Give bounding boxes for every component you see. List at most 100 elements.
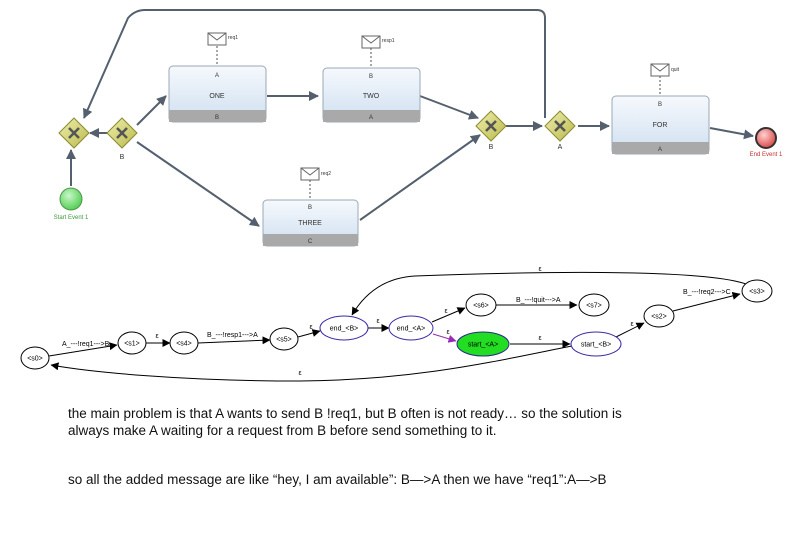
gateway-g3-label: B (489, 144, 494, 151)
task-for-initiator: B (658, 102, 662, 108)
task-three[interactable]: B THREE C (262, 199, 359, 247)
edge-s4-s5 (197, 336, 271, 345)
state-s0-label: <s0> (27, 356, 43, 363)
state-s5-label: <s5> (276, 337, 292, 344)
state-s2[interactable]: <s2> (643, 304, 675, 328)
task-three-name: THREE (298, 220, 322, 227)
flow-g2-to-three (136, 141, 260, 227)
task-two[interactable]: B TWO A (322, 67, 421, 123)
edge-label-e3: B_---!resp1--->A (207, 332, 258, 339)
state-s7[interactable]: <s7> (578, 293, 610, 317)
envelope-icon (650, 63, 670, 77)
task-one-name: ONE (209, 93, 225, 100)
edge-label-e7: B_---!quit--->A (516, 297, 561, 304)
edge-label-e13: ε (298, 370, 301, 377)
envelope-icon (207, 32, 227, 46)
message-for[interactable]: quit (650, 63, 680, 77)
edge-label-e6: ε (444, 308, 447, 315)
automaton-edge-labels: A_---!req1--->B ε B_---!resp1--->A ε ε ε… (62, 266, 731, 377)
end-event-label: End Event 1 (750, 152, 783, 158)
gateway-g4-label: A (558, 144, 563, 151)
edge-label-e8: ε (446, 329, 449, 336)
edge-endA-startA (432, 333, 457, 343)
edge-label-e10: ε (630, 321, 633, 328)
state-s4[interactable]: <s4> (169, 331, 199, 355)
message-connectors (216, 46, 661, 200)
envelope-icon (361, 35, 381, 49)
state-s6[interactable]: <s6> (465, 293, 497, 317)
edge-s5-endB (297, 329, 321, 338)
state-s0[interactable]: <s0> (20, 346, 50, 370)
message-one[interactable]: req1 (207, 32, 238, 46)
message-three-label: req2 (321, 171, 331, 177)
edge-label-e2: ε (155, 333, 158, 340)
task-one-initiator: A (215, 73, 219, 79)
task-for-participant: A (658, 147, 662, 153)
edge-s0-s1 (48, 342, 118, 357)
edge-s3-endB (351, 271, 747, 316)
edge-startB-s0 (50, 345, 573, 382)
state-s3[interactable]: <s3> (741, 279, 773, 303)
flow-three-to-g3 (359, 134, 481, 221)
state-endA-label: end_<A> (397, 326, 425, 333)
gateway-g2-label: B (120, 154, 125, 161)
state-endB[interactable]: end_<B> (319, 315, 369, 341)
message-one-label: req1 (228, 35, 238, 41)
task-for[interactable]: B FOR A (611, 95, 710, 155)
state-s1-label: <s1> (124, 341, 140, 348)
automaton-states: <s0> <s1> <s4> <s5> end_<B> end_<A> (20, 279, 773, 370)
state-startA[interactable]: start_<A> (456, 331, 510, 357)
flow-for-to-end (709, 127, 754, 140)
bpmn-flows (66, 9, 754, 227)
state-endA[interactable]: end_<A> (388, 315, 434, 341)
gateway-g2[interactable]: B (106, 117, 138, 161)
edge-label-e4: ε (309, 324, 312, 331)
flow-g2-to-one (136, 95, 167, 126)
message-for-label: quit (671, 67, 680, 73)
x-icon (68, 127, 80, 139)
task-for-name: FOR (653, 122, 668, 129)
state-s5[interactable]: <s5> (269, 327, 299, 351)
task-one[interactable]: A ONE B (168, 65, 267, 123)
state-s7-label: <s7> (586, 303, 602, 310)
note-line-2: always make A waiting for a request from… (68, 423, 497, 438)
gateway-g1[interactable] (58, 117, 90, 149)
automaton-edges (48, 271, 747, 382)
task-two-participant: A (369, 115, 373, 121)
task-two-initiator: B (369, 74, 373, 80)
end-event[interactable]: End Event 1 (750, 127, 783, 158)
envelope-icon (300, 167, 320, 181)
task-one-participant: B (215, 115, 219, 121)
edge-label-e5: ε (376, 318, 379, 325)
x-icon (116, 127, 128, 139)
edge-startB-s2 (613, 322, 645, 339)
edge-label-e12: ε (538, 266, 541, 273)
x-icon (485, 120, 497, 132)
state-s6-label: <s6> (473, 303, 489, 310)
gateway-g4[interactable]: A (544, 110, 576, 151)
edge-label-e9: ε (538, 335, 541, 342)
gateway-g3[interactable]: B (475, 110, 507, 151)
state-startA-label: start_<A> (468, 342, 498, 349)
flow-g4-loop-to-g1 (83, 9, 546, 119)
state-s4-label: <s4> (176, 341, 192, 348)
message-three[interactable]: req2 (300, 167, 331, 181)
start-event[interactable]: Start Event 1 (54, 187, 89, 221)
x-icon (554, 120, 566, 132)
state-startB-label: start_<B> (581, 342, 611, 349)
task-three-initiator: B (308, 205, 312, 211)
task-three-participant: C (308, 239, 313, 245)
state-startB[interactable]: start_<B> (570, 331, 622, 357)
state-s2-label: <s2> (651, 314, 667, 321)
bpmn-diagram: A ONE B B TWO A B THREE C B FOR A (54, 9, 783, 247)
task-two-name: TWO (363, 93, 380, 100)
note-line-1: the main problem is that A wants to send… (68, 406, 622, 421)
state-s1[interactable]: <s1> (117, 331, 147, 355)
message-two[interactable]: resp1 (361, 35, 395, 49)
state-endB-label: end_<B> (330, 326, 358, 333)
edge-label-e1: A_---!req1--->B (62, 341, 110, 348)
state-s3-label: <s3> (749, 289, 765, 296)
edge-label-e11: B_---!req2--->C (683, 289, 731, 296)
edge-endA-s6 (431, 307, 466, 323)
